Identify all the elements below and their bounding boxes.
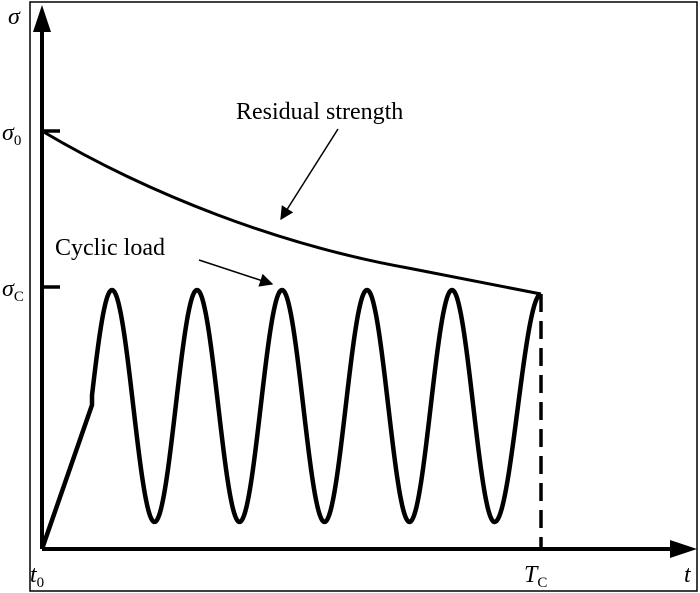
cyclic-load-arrow [198, 259, 274, 287]
sigma-c-label: σC [2, 276, 24, 305]
x-axis-arrowhead [670, 540, 697, 558]
plot-frame [29, 1, 698, 592]
t-c-base: T [524, 562, 539, 588]
sigma-c-base: σ [2, 276, 15, 302]
x-axis-label: t [684, 562, 692, 588]
residual-strength-curve [41, 129, 542, 296]
sigma-c-sub: C [14, 289, 24, 305]
t-0-label: t0 [30, 562, 44, 591]
sigma-0-base: σ [2, 120, 15, 146]
sigma-0-sub: 0 [14, 133, 22, 149]
y-axis-arrowhead [33, 5, 51, 32]
residual-strength-arrow [280, 128, 339, 221]
y-axis-label: σ [8, 4, 21, 30]
t-c-sub: C [537, 575, 547, 591]
t-c-label: TC [524, 562, 547, 591]
residual-strength-label: Residual strength [236, 99, 403, 125]
t-0-sub: 0 [37, 575, 45, 591]
cyclic-load-curve [39, 287, 542, 550]
t-0-base: t [30, 562, 38, 588]
sigma-0-label: σ0 [2, 120, 21, 149]
cyclic-load-label: Cyclic load [55, 235, 165, 261]
